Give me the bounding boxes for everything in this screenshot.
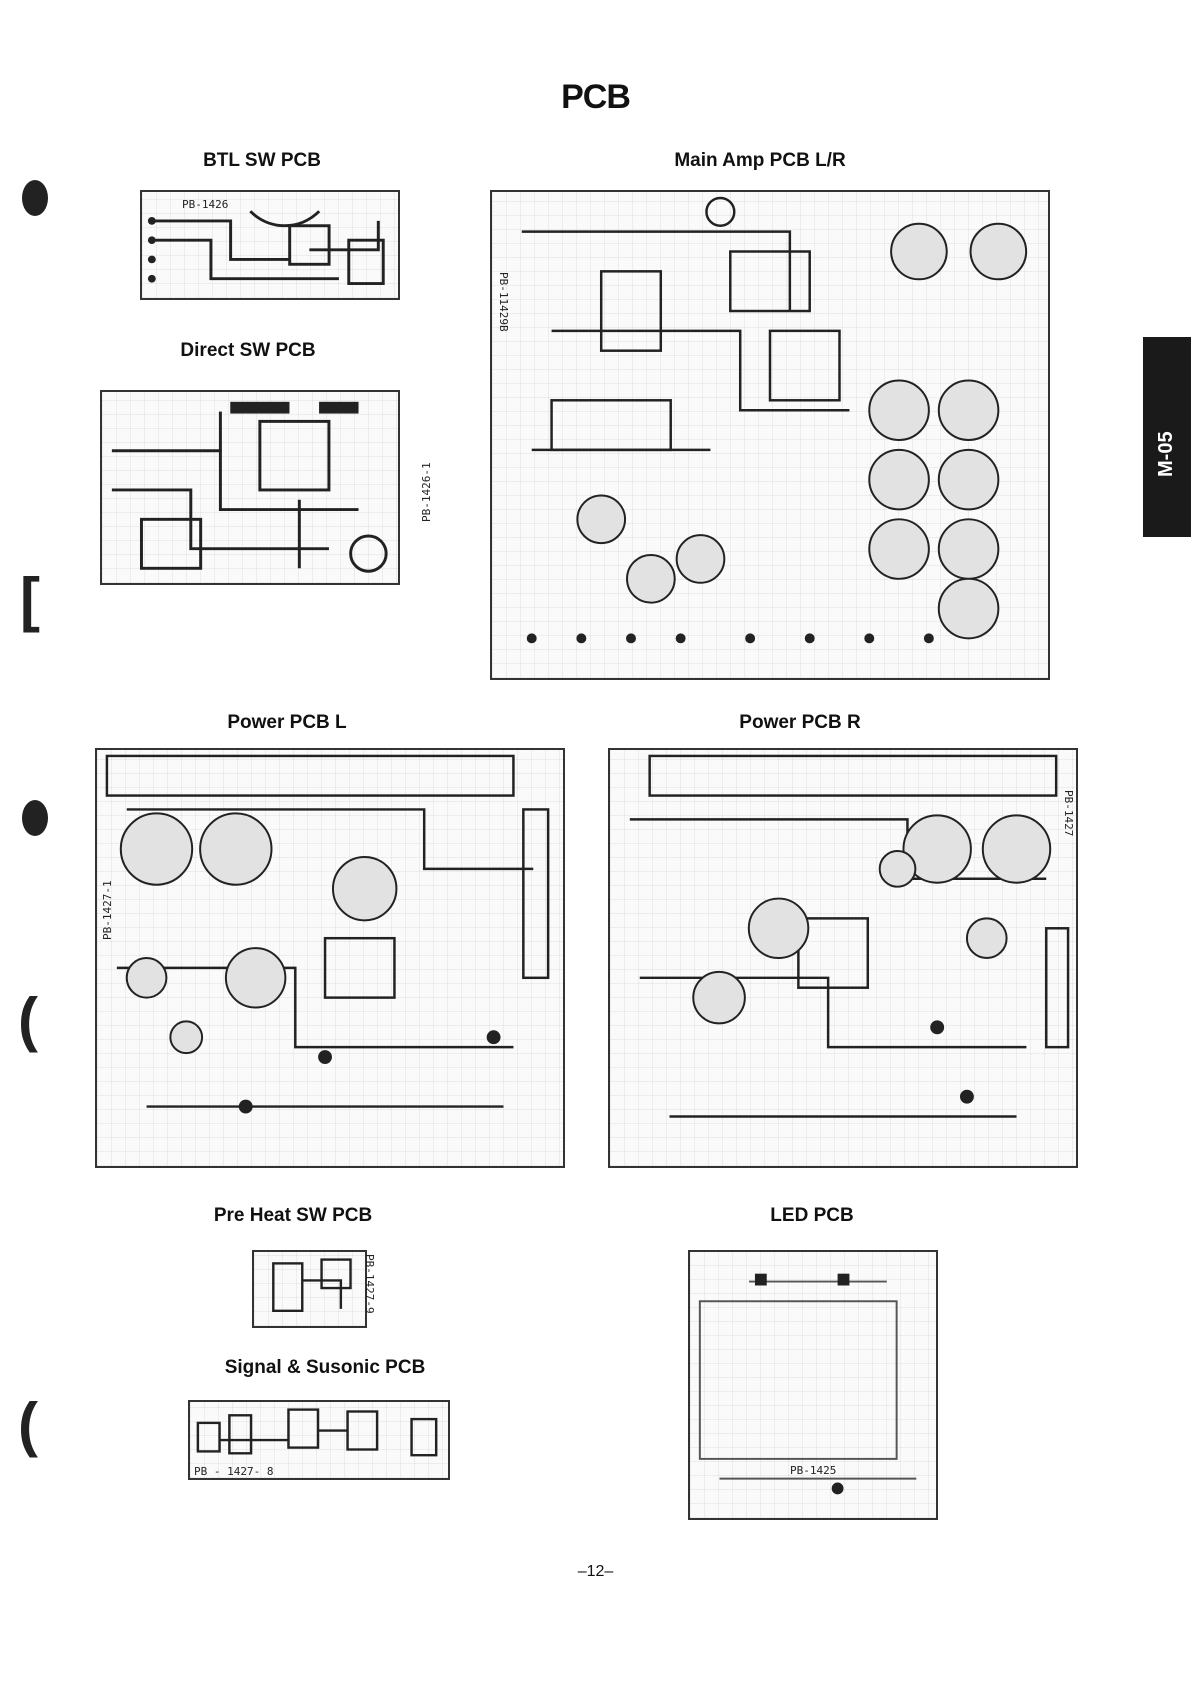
power-pcb-r-traces (610, 750, 1076, 1166)
binder-bracket: [ (20, 570, 40, 630)
binder-bracket: ( (18, 990, 38, 1050)
signal-susonic-pcb-label: Signal & Susonic PCB (225, 1357, 426, 1379)
btl-sw-pcb: PB-1426 (140, 190, 400, 300)
main-amp-pcb-traces (492, 192, 1048, 678)
btl-sw-pcb-traces (142, 192, 398, 298)
power-pcb-l: PB-1427-1 (95, 748, 565, 1168)
page-title: PCB (0, 78, 1191, 117)
pre-heat-sw-pcb-code: PB-1427-9 (363, 1254, 376, 1314)
pre-heat-sw-pcb-traces (254, 1252, 365, 1326)
signal-susonic-pcb-code: PB - 1427- 8 (194, 1465, 273, 1478)
page-number: –12– (0, 1563, 1191, 1581)
pre-heat-sw-pcb-label: Pre Heat SW PCB (214, 1205, 372, 1227)
power-pcb-r: PB-1427 (608, 748, 1078, 1168)
direct-sw-pcb-label: Direct SW PCB (180, 340, 315, 362)
binder-hole (22, 800, 48, 836)
led-pcb-label: LED PCB (770, 1205, 853, 1227)
led-pcb-traces (690, 1252, 936, 1518)
direct-sw-pcb-traces (102, 392, 398, 583)
main-amp-pcb: PB-11429B (490, 190, 1050, 680)
power-pcb-r-label: Power PCB R (739, 712, 860, 734)
led-pcb: PB-1425 (688, 1250, 938, 1520)
section-tab-label: M-05 (1155, 431, 1178, 477)
led-pcb-code: PB-1425 (790, 1464, 836, 1477)
signal-susonic-pcb: PB - 1427- 8 (188, 1400, 450, 1480)
binder-bracket: ( (18, 1395, 38, 1455)
direct-sw-pcb-code: PB-1426-1 (420, 462, 433, 522)
pre-heat-sw-pcb: PB-1427-9 (252, 1250, 367, 1328)
section-tab: M-05 (1143, 337, 1191, 537)
main-amp-pcb-label: Main Amp PCB L/R (674, 150, 845, 172)
binder-hole (22, 180, 48, 216)
btl-sw-pcb-label: BTL SW PCB (203, 150, 321, 172)
direct-sw-pcb: PB-1426-1 (100, 390, 400, 585)
power-pcb-l-label: Power PCB L (227, 712, 346, 734)
power-pcb-l-traces (97, 750, 563, 1166)
